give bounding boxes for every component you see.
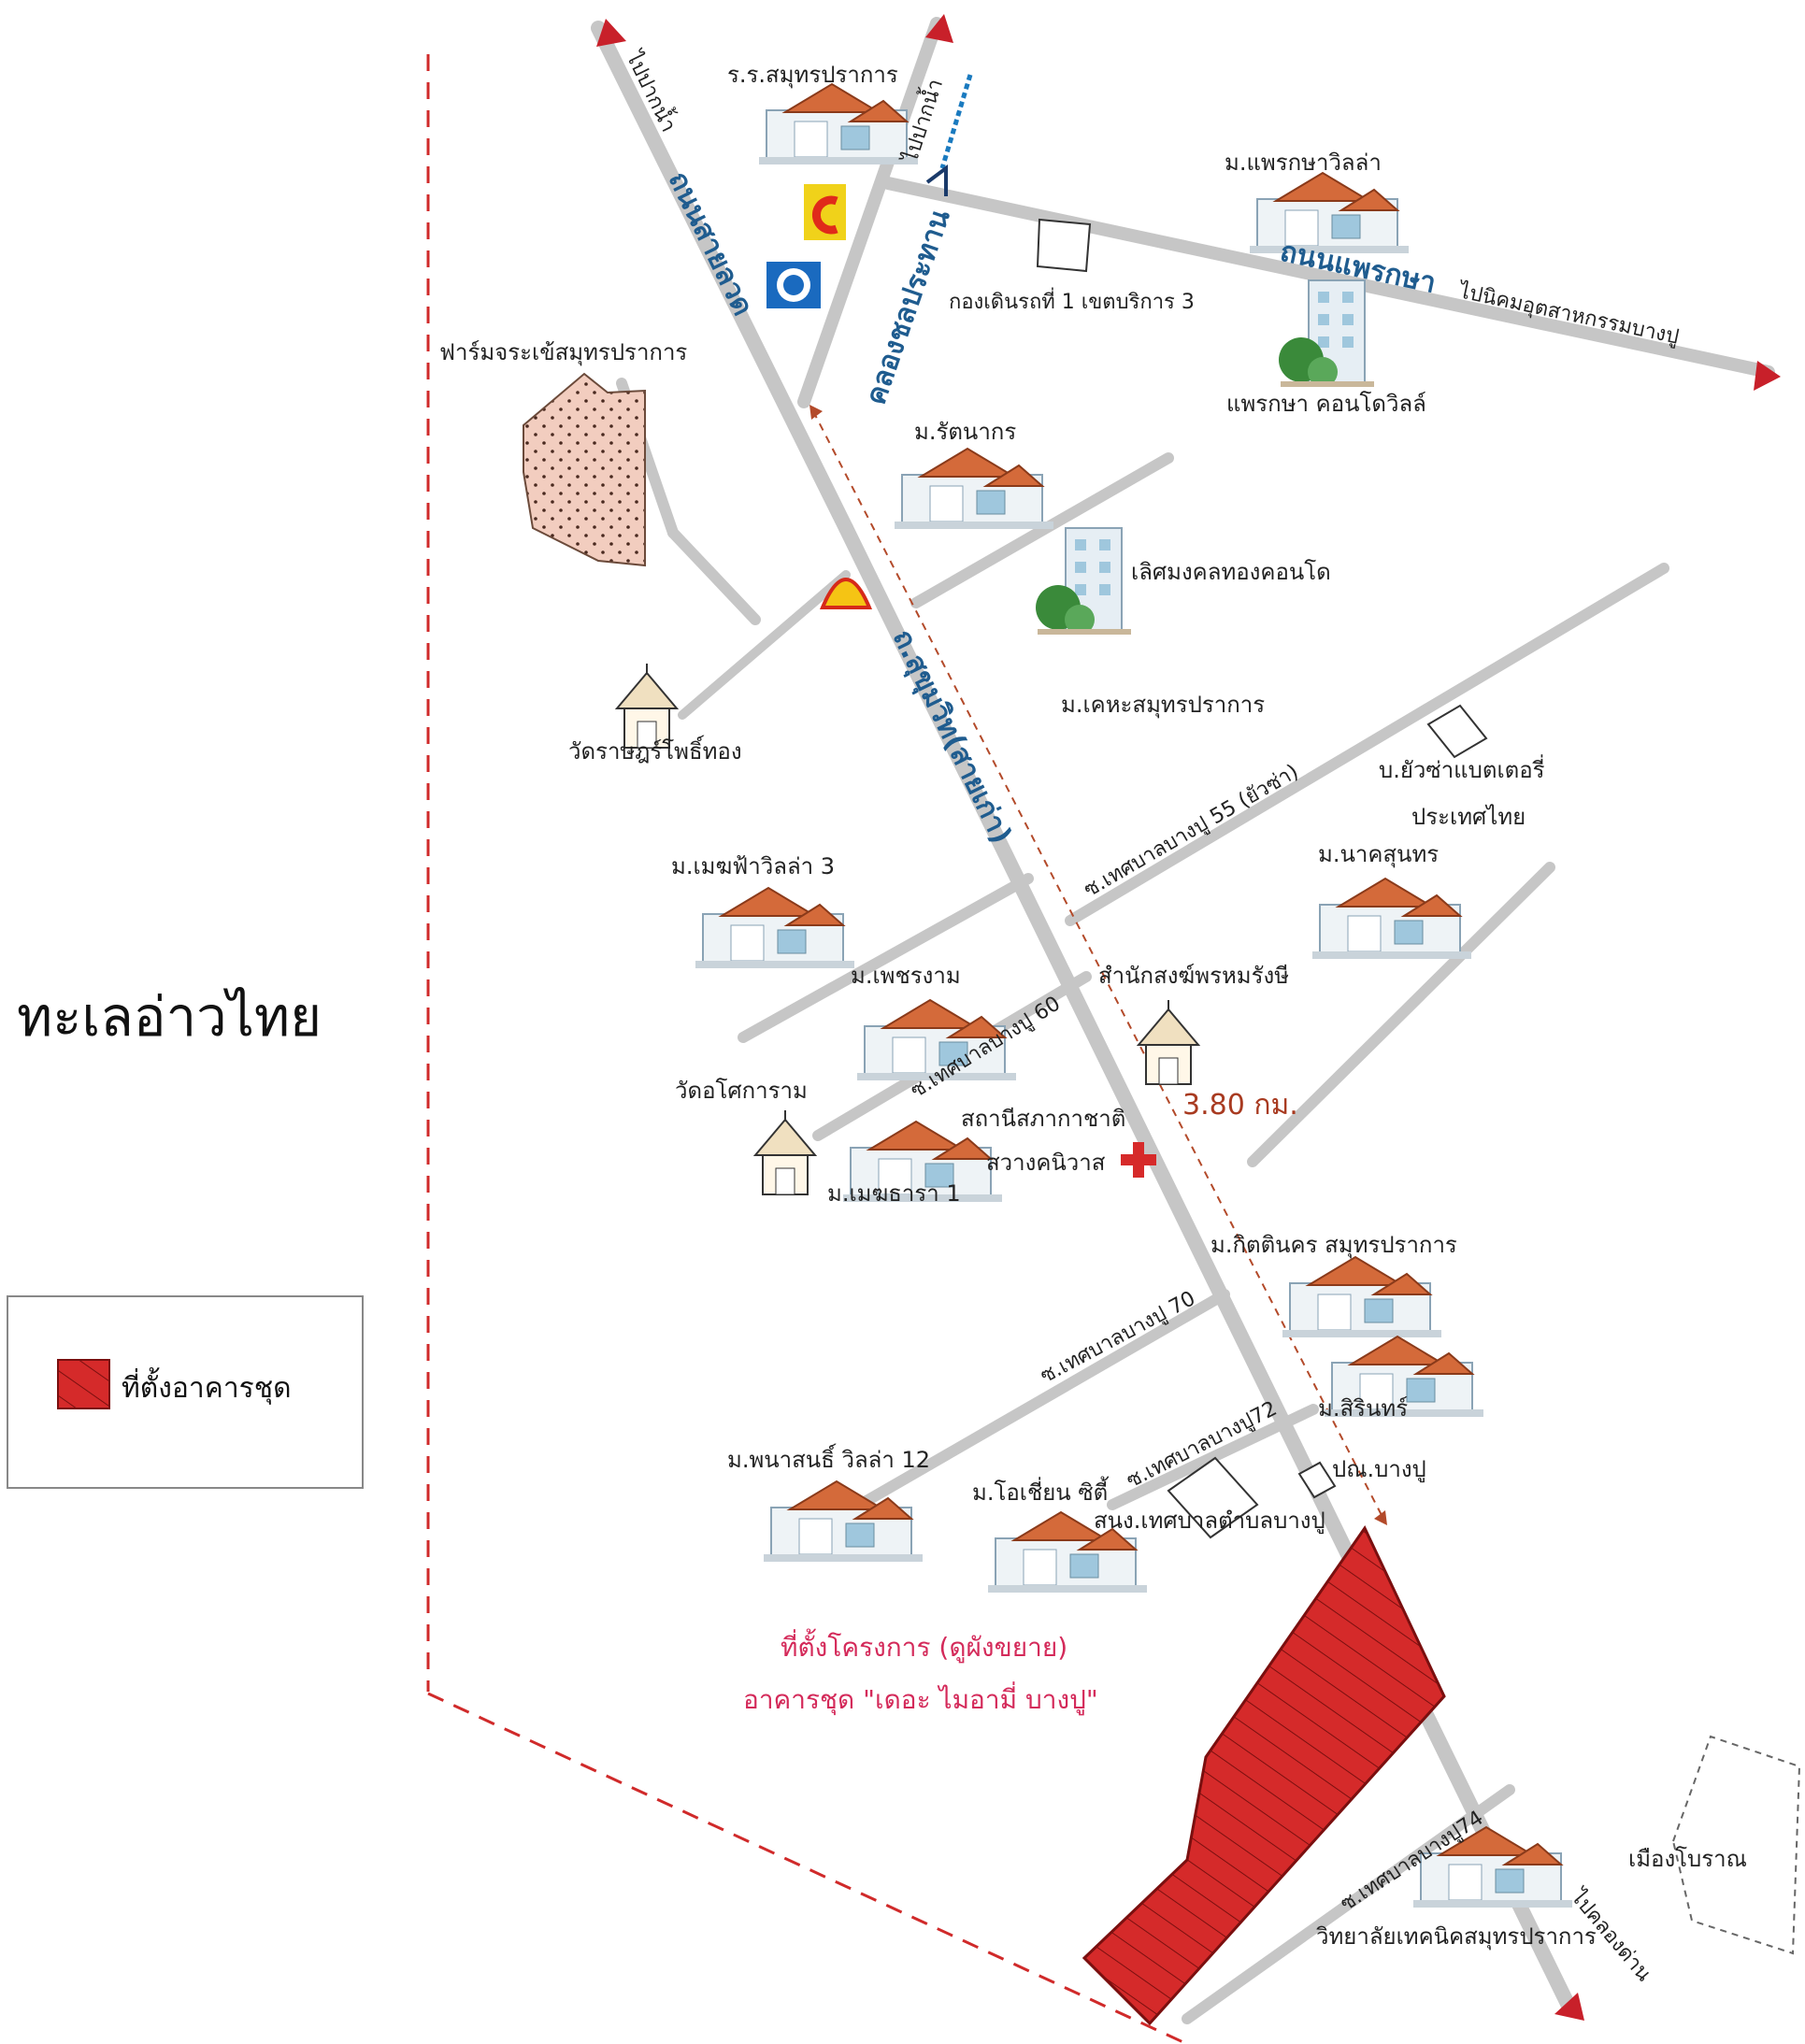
road-phraeksa xyxy=(881,177,1775,379)
road-wat-rat xyxy=(678,570,851,720)
road-label-canal: คลองชลประทาน xyxy=(859,205,956,408)
label-yuasa-1: บ.ยัวซ่าแบตเตอรี่ xyxy=(1379,754,1545,783)
house-icon xyxy=(695,887,855,969)
road-sai-luad xyxy=(591,21,853,536)
label-mekfah: ม.เมฆฟ้าวิลล่า 3 xyxy=(671,853,835,879)
sea-label: ทะเลอ่าวไทย xyxy=(17,985,322,1049)
label-lertmongkol: เลิศมงคลทองคอนโด xyxy=(1131,559,1331,585)
label-school: ร.ร.สมุทรปราการ xyxy=(727,62,898,89)
legend-label: ที่ตั้งอาคารชุด xyxy=(122,1367,292,1406)
label-redcross-2: สวางคนิวาส xyxy=(986,1150,1106,1176)
soi-70-label: ซ.เทศบาลบางปู 70 xyxy=(1037,1287,1199,1388)
coastline xyxy=(426,54,1188,2044)
label-redcross-1: สถานีสภากาชาติ xyxy=(961,1106,1125,1132)
label-municipal: สนง.เทศบาลตำบลบางปู xyxy=(1094,1508,1325,1535)
road-label-sukhumvit: ถ.สุขุมวิท(สายเก่า) xyxy=(885,624,1018,850)
ancient-city-area xyxy=(1671,1735,1801,1955)
road-soi-74 xyxy=(1182,1784,1515,2024)
label-wat-asoka: วัดอโศการาม xyxy=(675,1078,808,1104)
house-icon xyxy=(1282,1256,1442,1338)
label-post: ปณ.บางปู xyxy=(1332,1456,1426,1483)
label-phraeksa-condo: แพรกษา คอนโดวิลล์ xyxy=(1226,391,1426,417)
yuasa-box xyxy=(1426,704,1488,759)
roads xyxy=(591,17,1775,2024)
road-label-sai-luad: ถนนสายลวด xyxy=(662,166,760,321)
arrow-khlong-dan xyxy=(1554,1993,1584,2021)
building-outlines xyxy=(1036,218,1488,1539)
condo-icon xyxy=(1278,279,1375,388)
fire-unit-box xyxy=(1036,218,1092,273)
arrows xyxy=(596,14,1781,2021)
post-box xyxy=(1297,1461,1337,1499)
road-soi-55 xyxy=(1065,563,1669,926)
temple-icon xyxy=(1138,999,1199,1085)
label-mekthara: ม.เมฆธารา 1 xyxy=(827,1180,961,1207)
label-tech-college: วิทยาลัยเทคนิคสมุทรปราการ xyxy=(1315,1923,1596,1951)
road-soi-55-west xyxy=(738,873,1034,1043)
distance-label: 3.80 กม. xyxy=(1182,1089,1298,1122)
house-icon xyxy=(1249,172,1410,254)
c-logo-icon xyxy=(804,184,846,240)
project-site-area xyxy=(1082,1525,1446,2026)
label-croc-farm: ฟาร์มจระเข้สมุทรปราการ xyxy=(439,339,687,366)
legend-swatch xyxy=(57,1359,110,1409)
arrow-bangpoo-ie xyxy=(1754,361,1781,391)
label-rattanakorn: ม.รัตนากร xyxy=(914,419,1016,445)
label-oshen: ม.โอเชี่ยน ซิตี้ xyxy=(972,1476,1110,1506)
croc-farm-area xyxy=(523,372,646,567)
project-label-line2: อาคารชุด "เดอะ ไมอามี่ บางปู" xyxy=(743,1681,1098,1716)
label-petcharam: ม.เพชรงาม xyxy=(851,963,961,989)
label-phraeksa-villa: ม.แพรกษาวิลล่า xyxy=(1225,150,1382,176)
arrow-paknam-left xyxy=(596,19,626,47)
house-icon xyxy=(763,1480,924,1563)
road-nak xyxy=(1247,862,1555,1167)
ptt-logo-icon xyxy=(766,262,821,308)
road-to-paknam-right xyxy=(797,17,943,408)
condo-icon xyxy=(1035,527,1132,636)
red-cross-icon xyxy=(1121,1142,1156,1178)
label-wat-rat: วัดราษฎร์โพธิ์ทอง xyxy=(568,735,742,765)
legend: ที่ตั้งอาคารชุด xyxy=(7,1295,364,1489)
soi-55-label: ซ.เทศบาลบางปู 55 (ยัวซ่า) xyxy=(1081,760,1303,902)
project-label-line1: ที่ตั้งโครงการ (ดูผังขยาย) xyxy=(781,1628,1067,1664)
label-yuasa-2: ประเทศไทย xyxy=(1411,804,1526,830)
label-ancient-city: เมืองโบราณ xyxy=(1628,1846,1747,1872)
road-soi-72 xyxy=(1107,1404,1319,1510)
temple-icon xyxy=(754,1109,816,1195)
shell-logo-icon xyxy=(819,578,873,609)
road-rattanakorn xyxy=(910,452,1174,608)
label-kittinakorn: ม.กิตตินคร สมุทรปราการ xyxy=(1210,1232,1457,1259)
canal xyxy=(925,74,973,196)
label-kheha: ม.เคหะสมุทรปราการ xyxy=(1061,692,1265,719)
arrow-paknam-right xyxy=(925,14,953,43)
temple-icon xyxy=(616,663,678,749)
school-icon xyxy=(758,83,919,165)
label-sirin: ม.สิรินทร์ xyxy=(1318,1395,1408,1422)
label-fire-unit: กองเดินรถที่ 1 เขตบริการ 3 xyxy=(949,287,1195,314)
house-icon xyxy=(1311,878,1472,960)
label-panason: ม.พนาสนธิ์ วิลล่า 12 xyxy=(727,1443,930,1473)
label-naksunthorn: ม.นาคสุนทร xyxy=(1318,841,1439,868)
road-sukhumvit xyxy=(838,521,1578,2017)
house-icon xyxy=(894,448,1054,530)
municipal-box xyxy=(1167,1456,1259,1539)
road-soi-70 xyxy=(854,1289,1230,1510)
label-samnak: สำนักสงฆ์พรหมรังษี xyxy=(1098,963,1289,989)
